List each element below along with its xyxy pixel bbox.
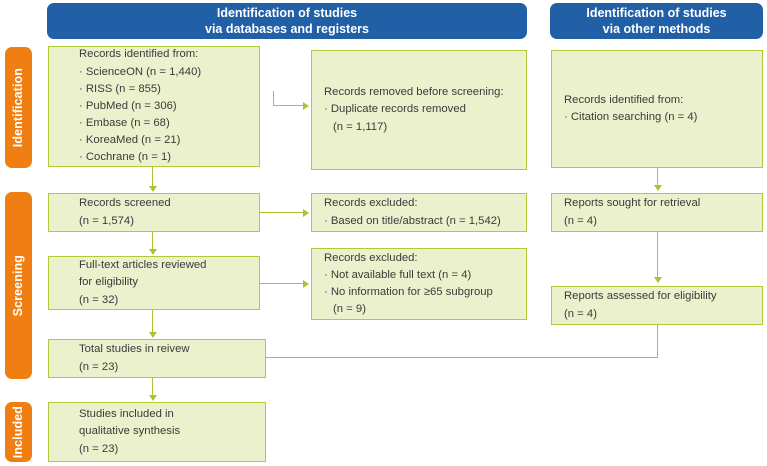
box-records-identified-item-3: · Embase (n = 68): [79, 117, 170, 130]
connector-sought-to-assessed: [657, 232, 659, 277]
box-studies-included-item-1: (n = 23): [79, 442, 119, 455]
box-records-identified-item-2: · PubMed (n = 306): [79, 99, 177, 112]
connector-assessed-down: [657, 325, 659, 358]
box-reports-sought-item-0: (n = 4): [564, 214, 597, 227]
section-header-other-line2: via other methods: [602, 22, 711, 36]
box-other-identified-item-0: · Citation searching (n = 4): [564, 111, 698, 123]
box-total-studies-item-0: (n = 23): [79, 360, 119, 373]
box-records-screened: Records screened (n = 1,574): [48, 193, 260, 232]
box-records-removed-item-1: (n = 1,117): [333, 120, 388, 133]
connector-fulltext-to-total: [152, 310, 154, 332]
box-total-studies-title: Total studies in reivew: [79, 343, 190, 356]
box-records-identified: Records identified from: · ScienceON (n …: [48, 46, 260, 167]
box-records-identified-item-5: · Cochrane (n = 1): [79, 151, 171, 164]
box-fulltext-reviewed: Full-text articles reviewed for eligibil…: [48, 256, 260, 310]
connector-identified-to-screened: [152, 167, 154, 186]
connector-citation-to-sought: [657, 168, 659, 185]
section-header-databases-line2: via databases and registers: [205, 22, 369, 36]
box-records-excluded-2-title: Records excluded:: [324, 251, 418, 264]
box-records-excluded-2: Records excluded: · Not available full t…: [311, 248, 527, 320]
connector-screened-to-fulltext: [152, 232, 154, 249]
box-records-identified-title: Records identified from:: [79, 48, 199, 61]
arrow-sought-to-assessed: [653, 277, 662, 283]
box-fulltext-reviewed-title: Full-text articles reviewed: [79, 259, 207, 272]
box-records-excluded-1: Records excluded: · Based on title/abstr…: [311, 193, 527, 232]
phase-tab-included-label: Included: [11, 405, 26, 459]
box-studies-included-title: Studies included in: [79, 408, 174, 421]
box-records-screened-title: Records screened: [79, 197, 171, 210]
connector-assessed-to-total: [266, 357, 658, 359]
section-header-other-methods: Identification of studies via other meth…: [550, 3, 763, 39]
box-fulltext-reviewed-item-1: (n = 32): [79, 293, 119, 306]
box-total-studies: Total studies in reivew (n = 23): [48, 339, 266, 378]
arrow-screened-to-fulltext: [148, 249, 157, 255]
arrow-fulltext-to-total: [148, 332, 157, 338]
phase-tab-screening: Screening: [5, 192, 32, 379]
box-records-removed-item-0: · Duplicate records removed: [324, 103, 466, 116]
box-studies-included-item-0: qualitative synthesis: [79, 425, 181, 438]
box-other-identified-title: Records identified from:: [564, 93, 684, 106]
box-fulltext-reviewed-item-0: for eligibility: [79, 276, 139, 289]
connector-fulltext-to-excluded2: [260, 283, 303, 285]
arrow-citation-to-sought: [653, 185, 662, 191]
box-reports-sought: Reports sought for retrieval (n = 4): [551, 193, 763, 232]
section-header-other-line1: Identification of studies: [586, 5, 727, 20]
box-records-excluded-2-item-0: · Not available full text (n = 4): [324, 268, 472, 281]
arrow-total-to-included: [148, 395, 157, 401]
box-records-excluded-2-item-2: (n = 9): [333, 303, 366, 316]
box-records-identified-item-1: · RISS (n = 855): [79, 82, 161, 95]
box-records-removed: Records removed before screening: · Dupl…: [311, 50, 527, 170]
box-records-identified-item-4: · KoreaMed (n = 21): [79, 134, 181, 147]
box-records-excluded-2-item-1: · No information for ≥65 subgroup: [324, 286, 493, 298]
box-studies-included: Studies included in qualitative synthesi…: [48, 402, 266, 462]
arrow-screened-to-excluded1: [303, 208, 309, 217]
phase-tab-screening-label: Screening: [11, 254, 26, 317]
connector-identified-to-removed: [273, 105, 303, 107]
section-header-databases-line1: Identification of studies: [216, 5, 358, 20]
box-reports-sought-title: Reports sought for retrieval: [564, 197, 701, 210]
box-records-screened-item-0: (n = 1,574): [79, 214, 134, 227]
arrow-identified-to-removed: [303, 101, 309, 110]
phase-tab-identification: Identification: [5, 47, 32, 168]
box-other-identified: Records identified from: · Citation sear…: [551, 50, 763, 168]
box-records-removed-title: Records removed before screening:: [324, 86, 504, 99]
box-records-excluded-1-title: Records excluded:: [324, 197, 418, 210]
phase-tab-included: Included: [5, 402, 32, 462]
phase-tab-identification-label: Identification: [11, 67, 26, 148]
section-header-databases: Identification of studies via databases …: [47, 3, 527, 39]
connector-screened-to-excluded1: [260, 212, 303, 214]
connector-identified-removed-stub: [273, 91, 275, 105]
box-records-excluded-1-item-0: · Based on title/abstract (n = 1,542): [324, 214, 501, 227]
box-reports-assessed: Reports assessed for eligibility (n = 4): [551, 286, 763, 325]
arrow-identified-to-screened: [148, 186, 157, 192]
box-reports-assessed-item-0: (n = 4): [564, 307, 597, 320]
connector-total-to-included: [152, 378, 154, 395]
arrow-fulltext-to-excluded2: [303, 279, 309, 288]
box-records-identified-item-0: · ScienceON (n = 1,440): [79, 65, 202, 78]
box-reports-assessed-title: Reports assessed for eligibility: [564, 290, 717, 303]
